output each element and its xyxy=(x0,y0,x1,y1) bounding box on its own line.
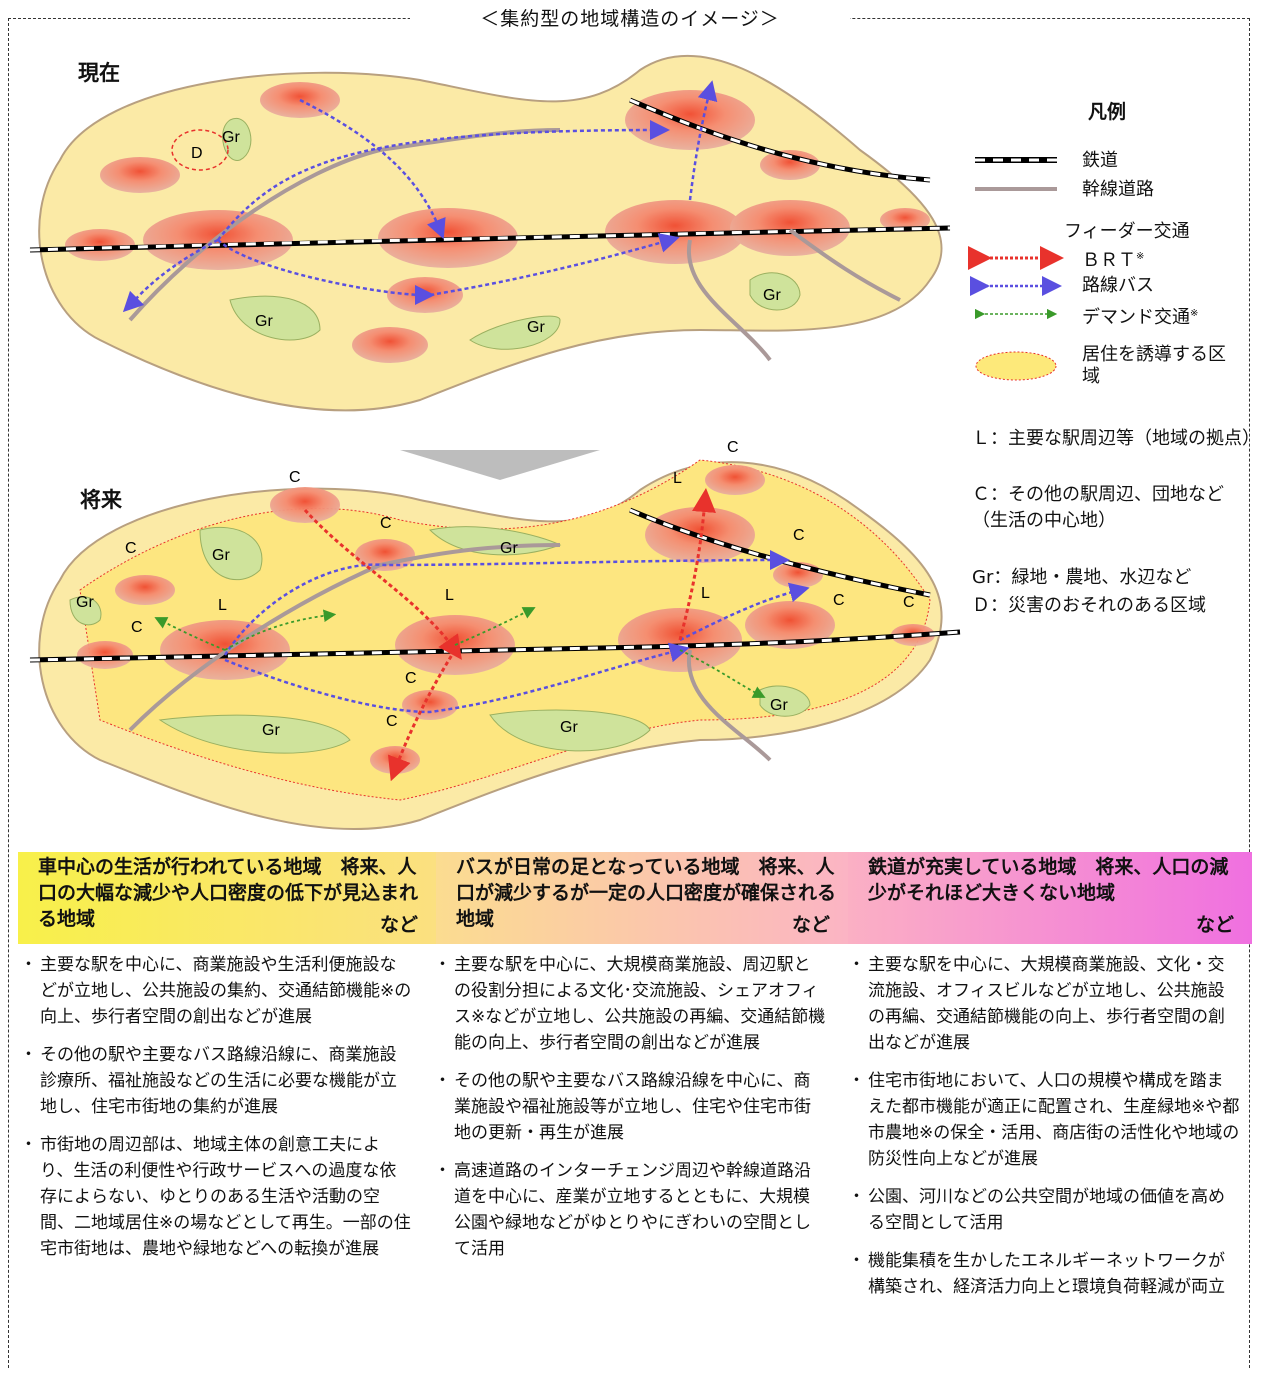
column-3-bullet-3: 公園、河川などの公共空間が地域の価値を高める空間として活用 xyxy=(848,1184,1240,1236)
future-map xyxy=(29,459,961,831)
definition-l-text: ：主要な駅周辺等（地域の拠点） xyxy=(990,428,1260,449)
legend-demand-label: デマンド交通 xyxy=(1082,307,1190,328)
column-1-tag: など xyxy=(379,914,418,936)
label-l-3: L xyxy=(701,585,710,602)
label-gr-6: Gr xyxy=(500,540,518,557)
column-1-heading-text: 車中心の生活が行われている地域 将来、人口の大幅な減少や人口密度の低下が見込まれ… xyxy=(38,856,419,930)
label-gr-1: Gr xyxy=(222,129,240,146)
label-gr-3: Gr xyxy=(527,319,545,336)
legend-feeder: フィーダー交通 xyxy=(1064,221,1190,242)
label-c-3: C xyxy=(125,540,137,557)
definition-d: Ｄ：災害のおそれのある区域 xyxy=(972,593,1252,619)
legend-zone: 居住を誘導する区域 xyxy=(1082,344,1226,387)
definition-c-text: ：その他の駅周辺、団地など（生活の中心地） xyxy=(972,484,1224,531)
legend-brt-note: ※ xyxy=(1136,251,1145,262)
label-c-10: C xyxy=(903,594,915,611)
definition-c-key: Ｃ xyxy=(972,484,990,505)
current-map xyxy=(29,54,951,412)
definition-gr-text: ：緑地・農地、水辺など xyxy=(993,567,1192,588)
definition-l-key: Ｌ xyxy=(972,428,990,449)
legend-bus: 路線バス xyxy=(1082,275,1154,296)
label-l-4: L xyxy=(673,470,682,487)
label-c-4: C xyxy=(131,619,143,636)
label-c-5: C xyxy=(405,670,417,687)
label-gr-8: Gr xyxy=(560,719,578,736)
column-3-bullet-4: 機能集積を生かしたエネルギーネットワークが構築され、経済活力向上と環境負荷軽減が… xyxy=(848,1248,1240,1300)
column-3-bullets: 主要な駅を中心に、大規模商業施設、文化・交流施設、オフィスビルなどが立地し、公共… xyxy=(848,952,1240,1312)
label-d: D xyxy=(191,145,203,162)
legend-title: 凡例 xyxy=(1088,101,1127,123)
column-3-tag: など xyxy=(1195,914,1234,936)
definition-d-text: ：災害のおそれのある区域 xyxy=(990,595,1206,616)
label-c-8: C xyxy=(793,527,805,544)
label-c-2: C xyxy=(380,515,392,532)
column-2-heading-text: バスが日常の足となっている地域 将来、人口が減少するが一定の人口密度が確保される… xyxy=(456,856,837,930)
definition-gr: Gr：緑地・農地、水辺など xyxy=(972,565,1252,591)
label-l-1: L xyxy=(218,597,227,614)
label-gr-2: Gr xyxy=(255,313,273,330)
label-gr-5: Gr xyxy=(212,547,230,564)
legend-demand-note: ※ xyxy=(1190,308,1199,319)
column-2-tag: など xyxy=(791,914,830,936)
column-2-bullets: 主要な駅を中心に、大規模商業施設、周辺駅との役割分担による文化･交流施設、シェア… xyxy=(434,952,826,1274)
column-3-bullet-1: 主要な駅を中心に、大規模商業施設、文化・交流施設、オフィスビルなどが立地し、公共… xyxy=(848,952,1240,1056)
figure-title: ＜集約型の地域構造のイメージ＞ xyxy=(410,4,850,31)
column-1-bullet-2: その他の駅や主要なバス路線沿線に、商業施設診療所、福祉施設などの生活に必要な機能… xyxy=(20,1042,412,1120)
column-3-bullet-2: 住宅市街地において、人口の規模や構成を踏まえた都市機能が適正に配置され、生産緑地… xyxy=(848,1068,1240,1172)
definition-c: Ｃ：その他の駅周辺、団地など（生活の中心地） xyxy=(972,482,1252,534)
label-l-2: L xyxy=(445,587,454,604)
column-2-heading: バスが日常の足となっている地域 将来、人口が減少するが一定の人口密度が確保される… xyxy=(436,852,848,944)
label-c-6: C xyxy=(386,713,398,730)
column-2-bullet-2: その他の駅や主要なバス路線沿線を中心に、商業施設や福祉施設等が立地し、住宅や住宅… xyxy=(434,1068,826,1146)
label-gr-10: Gr xyxy=(76,594,94,611)
legend-road: 幹線道路 xyxy=(1082,179,1154,200)
future-label: 将来 xyxy=(80,488,122,512)
definition-d-key: Ｄ xyxy=(972,595,990,616)
column-3-heading: 鉄道が充実している地域 将来、人口の減少がそれほど大きくない地域など xyxy=(848,852,1252,944)
label-gr-9: Gr xyxy=(770,697,788,714)
definition-l: Ｌ：主要な駅周辺等（地域の拠点） xyxy=(972,426,1260,452)
definition-gr-key: Gr xyxy=(972,567,994,588)
column-3-heading-text: 鉄道が充実している地域 将来、人口の減少がそれほど大きくない地域 xyxy=(868,856,1229,904)
label-c-7: C xyxy=(727,439,739,456)
current-label: 現在 xyxy=(78,61,120,85)
legend-brt: ＢＲＴ※ xyxy=(1082,246,1144,272)
down-arrow xyxy=(400,450,600,480)
column-2-bullet-1: 主要な駅を中心に、大規模商業施設、周辺駅との役割分担による文化･交流施設、シェア… xyxy=(434,952,826,1056)
column-2-bullet-3: 高速道路のインターチェンジ周辺や幹線道路沿道を中心に、産業が立地するとともに、大… xyxy=(434,1158,826,1262)
column-1-heading: 車中心の生活が行われている地域 将来、人口の大幅な減少や人口密度の低下が見込まれ… xyxy=(18,852,436,944)
map-illustration: D Gr Gr Gr Gr xyxy=(29,54,1064,831)
legend-brt-label: ＢＲＴ xyxy=(1082,250,1136,271)
legend-demand: デマンド交通※ xyxy=(1082,303,1198,329)
legend-railway: 鉄道 xyxy=(1082,150,1118,171)
legend-symbols xyxy=(968,157,1064,381)
label-gr-4: Gr xyxy=(763,287,781,304)
label-gr-7: Gr xyxy=(262,722,280,739)
column-1-bullet-3: 市街地の周辺部は、地域主体の創意工夫により、生活の利便性や行政サービスへの過度な… xyxy=(20,1132,412,1262)
column-1-bullet-1: 主要な駅を中心に、商業施設や生活利便施設などが立地し、公共施設の集約、交通結節機… xyxy=(20,952,412,1030)
label-c-1: C xyxy=(289,469,301,486)
column-1-bullets: 主要な駅を中心に、商業施設や生活利便施設などが立地し、公共施設の集約、交通結節機… xyxy=(20,952,412,1274)
label-c-9: C xyxy=(833,592,845,609)
